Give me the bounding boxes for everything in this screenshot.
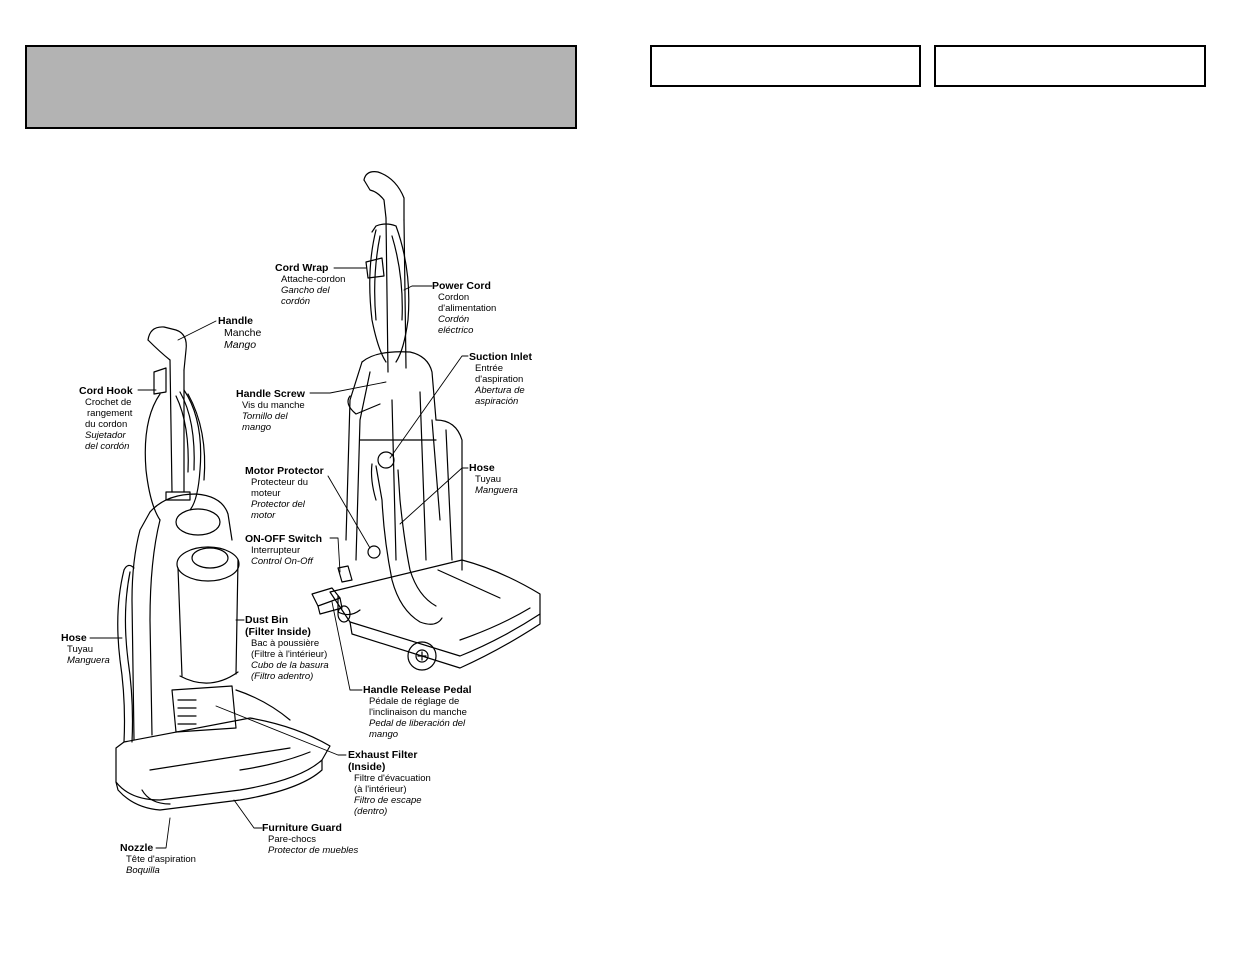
- label-handle: Handle Manche Mango: [218, 315, 262, 351]
- label-exhaust-filter: Exhaust Filter (Inside) Filtre d'évacuat…: [348, 749, 431, 817]
- label-hose-right: Hose Tuyau Manguera: [469, 462, 518, 496]
- label-handle-screw: Handle Screw Vis du manche Tornillo del …: [236, 388, 305, 433]
- title-box-right: [934, 45, 1206, 87]
- label-motor-protector: Motor Protector Protecteur du moteur Pro…: [245, 465, 324, 521]
- label-cord-hook: Cord Hook Crochet de rangement du cordon…: [79, 385, 133, 452]
- label-suction-inlet: Suction Inlet Entrée d'aspiration Abertu…: [469, 351, 532, 407]
- label-on-off-switch: ON-OFF Switch Interrupteur Control On-Of…: [245, 533, 322, 567]
- leader-lines: [89, 267, 469, 849]
- label-furniture-guard: Furniture Guard Pare-chocs Protector de …: [262, 822, 359, 856]
- label-nozzle: Nozzle Tête d'aspiration Boquilla: [120, 842, 196, 876]
- right-vacuum-drawing: [311, 171, 541, 671]
- left-vacuum-drawing: [115, 326, 331, 811]
- label-handle-release-pedal: Handle Release Pedal Pédale de réglage d…: [363, 684, 472, 740]
- label-cord-wrap: Cord Wrap Attache-cordon Gancho del cord…: [275, 262, 346, 307]
- header-box: [25, 45, 577, 129]
- title-box-left: [650, 45, 921, 87]
- label-dust-bin: Dust Bin (Filter Inside) Bac à poussière…: [245, 614, 329, 682]
- label-hose-left: Hose Tuyau Manguera: [61, 632, 110, 666]
- label-power-cord: Power Cord Cordon d'alimentation Cordón …: [432, 280, 497, 336]
